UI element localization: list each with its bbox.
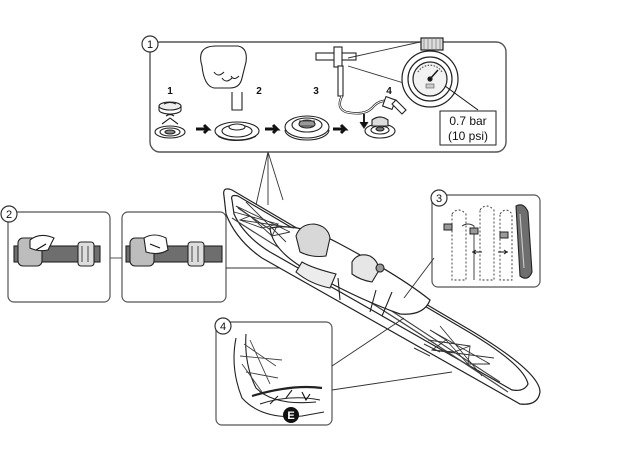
- callout-4-circle: [214, 317, 232, 335]
- step-4-valve: [359, 114, 396, 139]
- panel-1-leaders: [255, 151, 284, 206]
- kayak-seats: [295, 223, 393, 317]
- panel-1-valve-inflation: 1 1 2 3 4: [141, 35, 507, 153]
- step-4-number: 4: [386, 86, 392, 97]
- badge-e-label: E: [287, 410, 294, 422]
- pressure-leader: [444, 85, 479, 111]
- step-1-valve-open: [154, 101, 186, 139]
- step-arrow-1: [196, 123, 212, 135]
- panel-3-leader: [403, 257, 435, 299]
- step-3-valve: [284, 115, 330, 141]
- panel-4-leaders: [331, 317, 453, 391]
- front-seat: [295, 223, 331, 258]
- pressure-gauge: [401, 37, 459, 108]
- step-2-number: 2: [256, 86, 262, 97]
- callout-3-label: 3: [436, 193, 442, 205]
- fin-arrows: [472, 249, 508, 255]
- step-3-number: 3: [313, 86, 319, 97]
- callout-4-label: 4: [220, 321, 226, 333]
- callout-3-circle: [430, 189, 448, 207]
- callout-2-circle: [0, 205, 18, 223]
- pressure-value-bar: 0.7 bar: [449, 114, 486, 128]
- pressure-label-box: [439, 110, 497, 146]
- callout-1-circle: [141, 35, 159, 53]
- panel-4-frame: [215, 321, 333, 426]
- fin-strips: [451, 205, 513, 281]
- step-arrow-3: [333, 123, 349, 135]
- panel-3-fins: 3: [430, 189, 541, 288]
- bow-closeup: [233, 333, 325, 418]
- panel-4-bungee: 4 E: [214, 317, 333, 426]
- kayak-deck-lines: [413, 343, 441, 357]
- callout-1-label: 1: [147, 39, 153, 51]
- fin-plate: [515, 204, 533, 279]
- pressure-value-psi: (10 psi): [448, 129, 488, 143]
- hand-pump: [315, 46, 407, 115]
- kayak-rim: [231, 194, 529, 391]
- panel-2-buckle: 2: [0, 205, 227, 303]
- rear-bungee-net: [427, 325, 495, 377]
- step-2-hand-press: [200, 45, 260, 142]
- buckle-closed: [125, 234, 223, 267]
- callout-2-label: 2: [6, 209, 12, 221]
- badge-e-circle: [283, 407, 299, 423]
- step-1-number: 1: [167, 86, 173, 97]
- buckle-open: [13, 234, 101, 267]
- front-bungee-net: [233, 201, 295, 243]
- step-arrow-2: [265, 123, 281, 135]
- fin-clips: [443, 223, 509, 239]
